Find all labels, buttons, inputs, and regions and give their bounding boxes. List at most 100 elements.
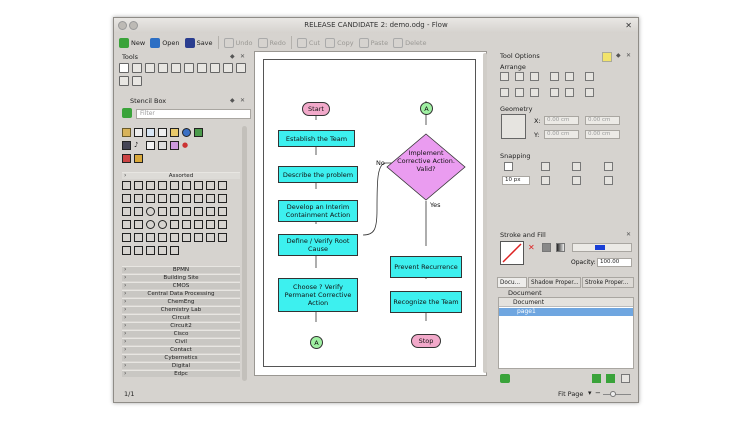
anchor-selector[interactable] bbox=[501, 114, 526, 139]
stencil-shape[interactable] bbox=[158, 233, 167, 242]
stencil-category[interactable]: Edpc bbox=[122, 370, 240, 377]
stencil-shape[interactable] bbox=[194, 233, 203, 242]
chevron-down-icon[interactable]: ▾ bbox=[588, 389, 592, 397]
stencil-shape[interactable] bbox=[146, 181, 155, 190]
stencil-shape[interactable] bbox=[122, 181, 131, 190]
stencil-shape[interactable] bbox=[182, 128, 191, 137]
stencil-shape[interactable] bbox=[134, 128, 143, 137]
new-button[interactable]: New bbox=[119, 37, 145, 48]
flow-connector-a-bottom[interactable]: A bbox=[310, 336, 323, 349]
align-center-icon[interactable] bbox=[515, 88, 524, 97]
copy-button[interactable]: Copy bbox=[325, 37, 354, 48]
stencil-shape[interactable] bbox=[134, 154, 143, 163]
stencil-category[interactable]: ChemEng bbox=[122, 298, 240, 305]
zoom-slider-handle[interactable] bbox=[610, 391, 616, 397]
arrange-back-icon[interactable] bbox=[550, 72, 559, 81]
stencil-shape[interactable] bbox=[170, 207, 179, 216]
snap-distance-input[interactable]: 10 px bbox=[502, 176, 530, 185]
snap-node-icon[interactable] bbox=[604, 162, 613, 171]
paste-button[interactable]: Paste bbox=[358, 37, 388, 48]
document-tree[interactable]: Document page1 bbox=[498, 297, 634, 369]
stencil-shape[interactable] bbox=[206, 194, 215, 203]
stencil-category[interactable]: Civil bbox=[122, 338, 240, 345]
select-tool-icon[interactable] bbox=[119, 63, 129, 73]
stencil-shape[interactable] bbox=[158, 246, 167, 255]
stencil-scrollbar[interactable] bbox=[242, 126, 247, 381]
flow-prevent-recurrence[interactable]: Prevent Recurrence bbox=[390, 256, 462, 278]
stencil-shape[interactable]: ● bbox=[182, 141, 189, 149]
stencil-category-active[interactable]: Assorted bbox=[122, 172, 240, 179]
move-down-button[interactable] bbox=[606, 374, 615, 383]
snap-orthogonal-icon[interactable] bbox=[572, 162, 581, 171]
stencil-category[interactable]: Building Site bbox=[122, 274, 240, 281]
opacity-input[interactable]: 100.00 bbox=[597, 258, 632, 267]
stencil-shape[interactable] bbox=[158, 181, 167, 190]
stencil-shape[interactable] bbox=[122, 220, 131, 229]
gradient-icon[interactable] bbox=[556, 243, 565, 252]
flow-interim-action[interactable]: Develop an Interim Containment Action bbox=[278, 200, 358, 222]
snap-grid-icon[interactable] bbox=[541, 162, 550, 171]
redo-button[interactable]: Redo bbox=[257, 37, 286, 48]
stencil-shape[interactable] bbox=[122, 207, 131, 216]
stencil-shape[interactable] bbox=[158, 128, 167, 137]
stencil-shape[interactable] bbox=[194, 128, 203, 137]
add-page-button[interactable] bbox=[500, 374, 510, 383]
stencil-shape[interactable] bbox=[122, 154, 131, 163]
stencil-category[interactable]: BPMN bbox=[122, 266, 240, 273]
flow-permanent-action[interactable]: Choose ? Verify Permanet Corrective Acti… bbox=[278, 278, 358, 312]
stencil-shape[interactable] bbox=[146, 128, 155, 137]
align-middle-icon[interactable] bbox=[565, 88, 574, 97]
group-icon[interactable] bbox=[565, 72, 574, 81]
document-page[interactable]: Start Establish the Team Describe the pr… bbox=[263, 59, 476, 367]
stencil-shape[interactable] bbox=[134, 207, 143, 216]
flow-connector-a-top[interactable]: A bbox=[420, 102, 433, 115]
stencil-shape[interactable] bbox=[218, 220, 227, 229]
stencil-shape[interactable] bbox=[206, 233, 215, 242]
pin-icon[interactable] bbox=[129, 21, 138, 30]
stencil-shape[interactable] bbox=[182, 181, 191, 190]
stencil-shape[interactable] bbox=[194, 220, 203, 229]
flow-recognize-team[interactable]: Recognize the Team bbox=[390, 291, 462, 313]
stencil-category[interactable]: Circuit bbox=[122, 314, 240, 321]
arrange-lower-icon[interactable] bbox=[530, 72, 539, 81]
stencil-shape[interactable] bbox=[170, 141, 179, 150]
edit-tool-icon[interactable] bbox=[132, 76, 142, 86]
stencil-shape[interactable] bbox=[146, 220, 155, 229]
picker-tool-icon[interactable] bbox=[236, 63, 246, 73]
no-color-icon[interactable]: ✕ bbox=[528, 243, 535, 252]
path-tool-icon[interactable] bbox=[119, 76, 129, 86]
align-bottom-icon[interactable] bbox=[585, 88, 594, 97]
stencil-shape[interactable] bbox=[134, 194, 143, 203]
document-tree-page[interactable]: page1 bbox=[499, 308, 633, 316]
stencil-shape[interactable] bbox=[182, 233, 191, 242]
stencil-shape[interactable] bbox=[134, 220, 143, 229]
panel-close-icon[interactable]: ✕ bbox=[626, 52, 632, 59]
page-options-button[interactable] bbox=[621, 374, 630, 383]
stencil-shape[interactable] bbox=[206, 181, 215, 190]
align-left-icon[interactable] bbox=[500, 88, 509, 97]
stencil-shape[interactable] bbox=[134, 246, 143, 255]
color-selector[interactable] bbox=[572, 243, 632, 252]
flow-start[interactable]: Start bbox=[302, 102, 330, 116]
stencil-shape[interactable] bbox=[158, 141, 167, 150]
stencil-shape[interactable] bbox=[170, 233, 179, 242]
note-icon[interactable] bbox=[602, 52, 612, 62]
stencil-category[interactable]: Cybernetics bbox=[122, 354, 240, 361]
pen-tool-icon[interactable] bbox=[197, 63, 207, 73]
snap-intersection-icon[interactable] bbox=[572, 176, 581, 185]
panel-close-icon[interactable]: ✕ bbox=[626, 231, 632, 238]
stencil-shape[interactable] bbox=[218, 207, 227, 216]
height-input[interactable]: 0.00 cm bbox=[585, 130, 620, 139]
stencil-shape[interactable]: ♪ bbox=[134, 141, 139, 149]
stencil-shape[interactable] bbox=[182, 220, 191, 229]
add-stencil-button[interactable] bbox=[122, 108, 132, 118]
flow-describe-problem[interactable]: Describe the problem bbox=[278, 166, 358, 183]
panel-close-icon[interactable]: ✕ bbox=[240, 53, 246, 60]
pan-tool-icon[interactable] bbox=[132, 63, 142, 73]
canvas-scrollbar[interactable] bbox=[483, 53, 487, 373]
stencil-shape[interactable] bbox=[182, 207, 191, 216]
stencil-shape[interactable] bbox=[122, 128, 131, 137]
stencil-shape[interactable] bbox=[218, 233, 227, 242]
stencil-shape[interactable] bbox=[158, 207, 167, 216]
tab-document[interactable]: Docu... bbox=[497, 277, 527, 288]
